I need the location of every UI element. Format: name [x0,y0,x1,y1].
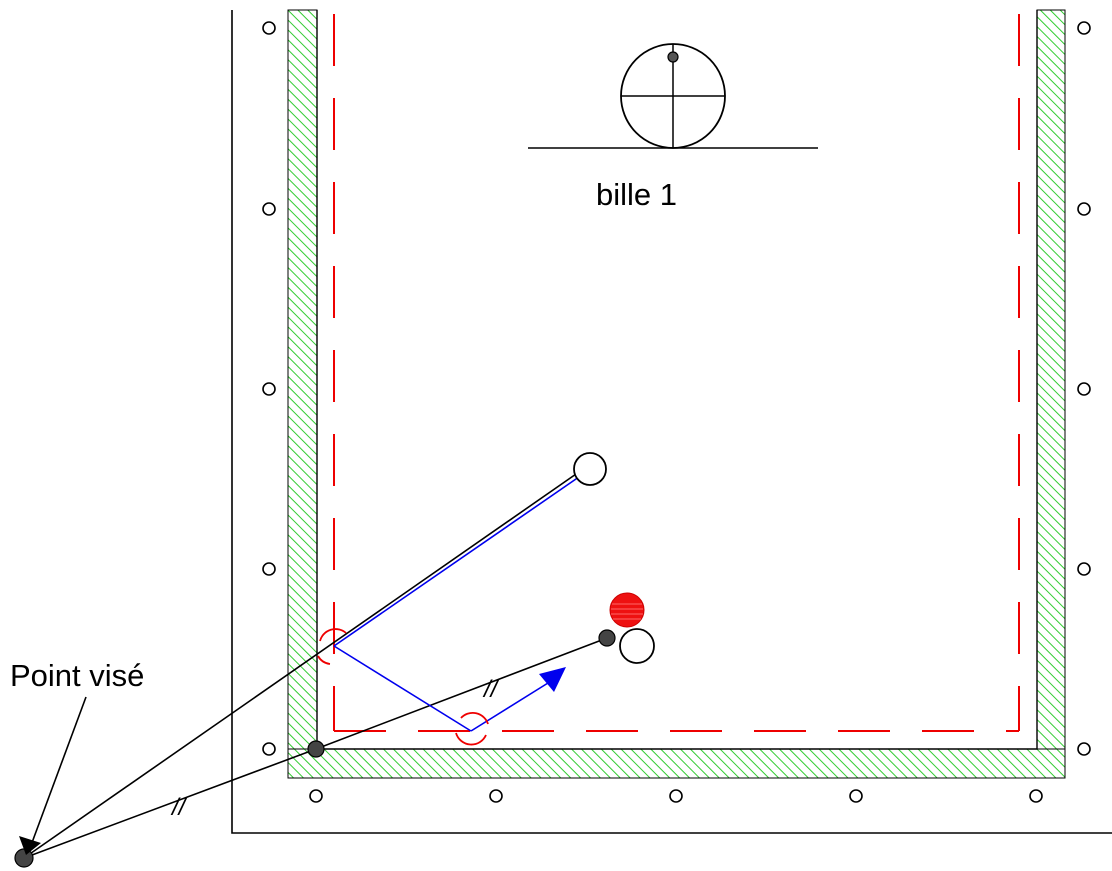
red-ball-stripes [611,603,643,620]
aim-point-dot-upper [598,629,616,647]
target-point-dot [14,848,34,868]
red-ball [609,592,645,628]
ball-hit-point-icon [528,43,818,149]
object-ball-white-lower [619,628,655,664]
cushion-rails [287,9,1066,779]
aiming-lines [23,464,608,859]
parallel-marks: // // [170,676,500,821]
object-ball-white-upper [573,452,607,486]
contact-arcs [317,628,489,746]
target-label: Point visé [10,658,144,693]
diamond-markers [262,21,1091,803]
cue-ball-path [333,469,590,732]
guide-lines [333,14,1020,732]
parallel-mark-upper: // [482,676,500,703]
target-arrowhead-icon [19,836,41,855]
ball-label: bille 1 [596,177,677,212]
table-frame [231,10,1112,834]
parallel-mark-lower: // [170,794,188,821]
aim-point-dot-corner [307,740,325,758]
direction-arrow-icon [539,667,566,692]
